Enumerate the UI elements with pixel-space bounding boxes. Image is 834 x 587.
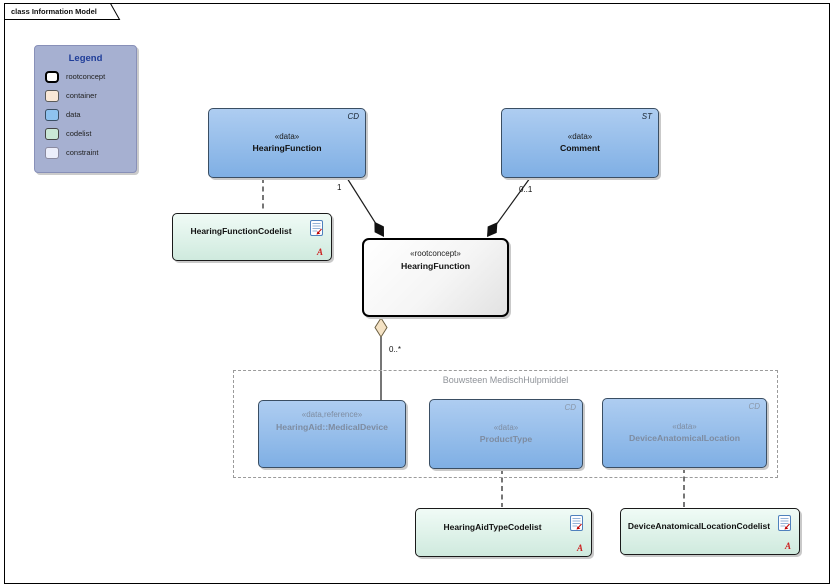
multiplicity-label: 1 [337, 183, 342, 192]
stereotype-label: «data,reference» [301, 410, 363, 419]
container-label: Bouwsteen MedischHulpmiddel [442, 375, 569, 385]
node-data-producttype[interactable]: CD «data» ProductType [429, 399, 583, 469]
diagram-title: class Information Model [11, 7, 97, 16]
multiplicity-label: 0..* [389, 345, 402, 354]
container-swatch-icon [45, 89, 59, 102]
document-icon [310, 220, 323, 236]
stereotype-label: «data» [274, 131, 300, 141]
stereotype-label: «rootconcept» [410, 249, 461, 258]
node-name: HearingFunction [400, 260, 471, 271]
red-a-badge: A [784, 541, 791, 551]
stereotype-label: «data» [567, 131, 593, 141]
node-codelist-deviceanatomicallocationcodelist[interactable]: DeviceAnatomicalLocationCodelist A [620, 508, 800, 555]
legend-label: container [66, 91, 97, 100]
node-data-comment[interactable]: ST «data» Comment [501, 108, 659, 178]
node-name: HearingAidTypeCodelist [443, 521, 542, 532]
multiplicity-label: 0..1 [519, 185, 533, 194]
datatype-indicator: ST [641, 112, 652, 121]
node-name: HearingAid::MedicalDevice [275, 421, 388, 432]
node-name: DeviceAnatomicalLocation [628, 433, 741, 444]
red-a-badge: A [316, 247, 323, 257]
legend[interactable]: Legend rootconcept container data codeli… [34, 45, 137, 173]
document-icon [778, 515, 791, 531]
node-data-medicaldevice[interactable]: «data,reference» HearingAid::MedicalDevi… [258, 400, 406, 468]
legend-label: constraint [66, 148, 99, 157]
datatype-indicator: CD [564, 403, 576, 412]
legend-item-container: container [45, 89, 136, 102]
node-codelist-hearingaidtypecodelist[interactable]: HearingAidTypeCodelist A [415, 508, 592, 557]
datatype-indicator: CD [347, 112, 359, 121]
diagram-frame [4, 3, 830, 584]
node-rootconcept-hearingfunction[interactable]: «rootconcept» HearingFunction [362, 238, 509, 317]
node-name: HearingFunction [252, 143, 322, 154]
node-name: DeviceAnatomicalLocationCodelist [627, 520, 771, 531]
node-name: HearingFunctionCodelist [190, 226, 292, 236]
node-codelist-hearingfunctioncodelist[interactable]: HearingFunctionCodelist A [172, 213, 332, 261]
legend-item-codelist: codelist [45, 127, 136, 140]
legend-label: data [66, 110, 81, 119]
document-icon [570, 515, 583, 531]
constraint-swatch-icon [45, 146, 59, 159]
data-swatch-icon [45, 108, 59, 121]
legend-title: Legend [68, 53, 103, 64]
container-bouwsteen-medischhulpmiddel[interactable]: Bouwsteen MedischHulpmiddel [233, 370, 778, 478]
legend-item-rootconcept: rootconcept [45, 70, 136, 83]
node-name: ProductType [479, 434, 533, 445]
legend-item-data: data [45, 108, 136, 121]
stereotype-label: «data» [672, 421, 697, 431]
legend-item-constraint: constraint [45, 146, 136, 159]
datatype-indicator: CD [748, 402, 760, 411]
node-data-deviceanatomicallocation[interactable]: CD «data» DeviceAnatomicalLocation [602, 398, 767, 468]
legend-label: codelist [66, 129, 92, 138]
node-data-hearingfunction[interactable]: CD «data» HearingFunction [208, 108, 366, 178]
node-name: Comment [559, 143, 601, 154]
rootconcept-swatch-icon [45, 70, 59, 83]
legend-label: rootconcept [66, 72, 106, 81]
codelist-swatch-icon [45, 127, 59, 140]
red-a-badge: A [576, 543, 583, 553]
stereotype-label: «data» [493, 422, 519, 432]
